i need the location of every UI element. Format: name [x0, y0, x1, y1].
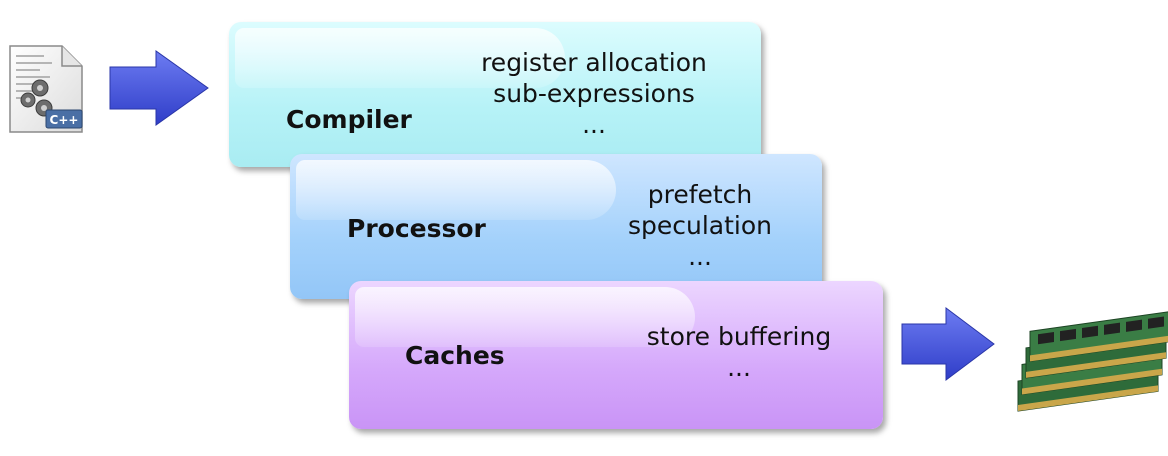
processor-layer: Processor prefetch speculation ... [290, 154, 822, 299]
processor-notes: prefetch speculation ... [605, 179, 795, 272]
compiler-note: ... [582, 110, 606, 139]
caches-note: ... [727, 353, 751, 382]
processor-note: speculation [627, 211, 773, 240]
caches-layer: Caches store buffering ... [349, 281, 883, 429]
caches-note: store buffering [646, 322, 832, 351]
compiler-title: Compiler [286, 105, 412, 134]
cpp-badge: C++ [50, 113, 79, 127]
source-file-icon: C++ [9, 45, 83, 133]
caches-title: Caches [405, 341, 505, 370]
input-arrow-icon [109, 50, 209, 126]
output-arrow-icon [901, 307, 995, 381]
processor-note: prefetch [647, 180, 753, 209]
compiler-note: register allocation [481, 48, 707, 77]
processor-title: Processor [347, 214, 486, 243]
caches-notes: store buffering ... [619, 321, 859, 383]
compiler-note: sub-expressions [493, 79, 695, 108]
processor-note: ... [688, 242, 712, 271]
memory-modules-image [1017, 311, 1168, 412]
compiler-notes: register allocation sub-expressions ... [459, 47, 729, 140]
compiler-layer: Compiler register allocation sub-express… [229, 22, 761, 167]
